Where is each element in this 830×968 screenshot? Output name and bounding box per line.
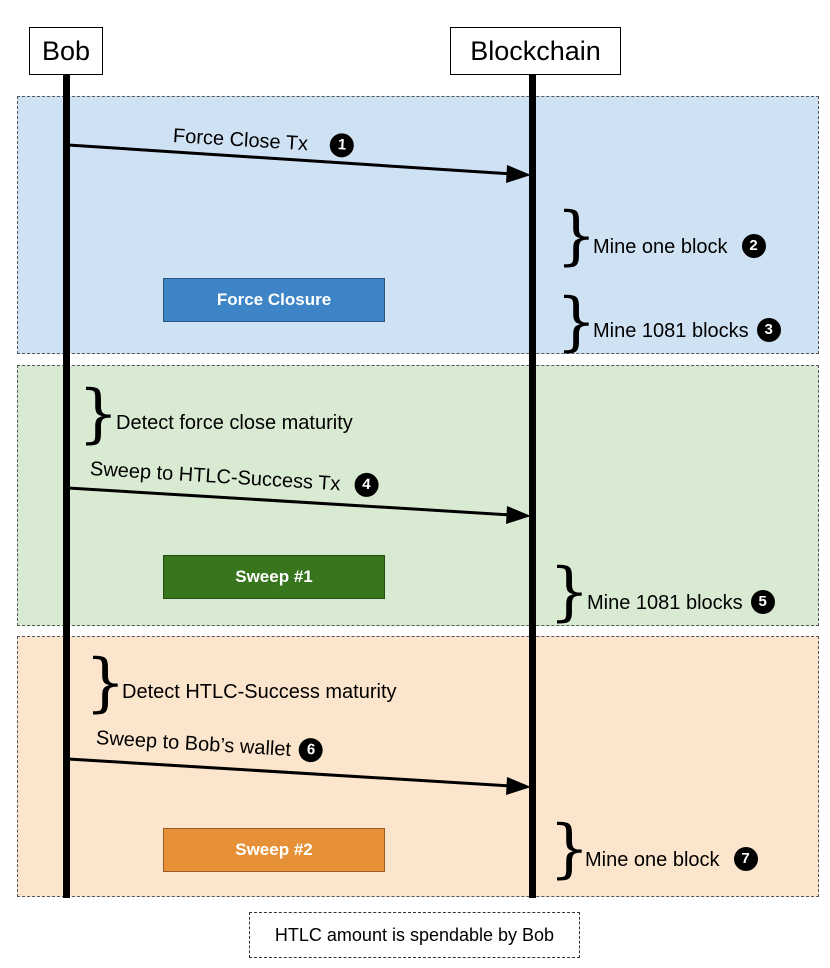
phase-sweep-2-region bbox=[17, 636, 819, 897]
blockchain-lifeline bbox=[529, 75, 536, 898]
sweep-1-box: Sweep #1 bbox=[163, 555, 385, 599]
footer-note: HTLC amount is spendable by Bob bbox=[249, 912, 580, 958]
brace-mine-1081-blocks-2: } bbox=[549, 555, 590, 629]
note-mine-1081-blocks-2: Mine 1081 blocks 5 bbox=[587, 589, 775, 616]
phase-force-closure-region bbox=[17, 96, 819, 354]
bob-lifeline bbox=[63, 75, 70, 898]
sweep-1-label: Sweep #1 bbox=[235, 567, 313, 586]
note-text: Mine 1081 blocks bbox=[587, 592, 743, 614]
note-text: Detect HTLC-Success maturity bbox=[122, 681, 397, 703]
brace-mine-one-block-2: } bbox=[549, 812, 590, 886]
arrowhead-sweep-bobs-wallet bbox=[506, 777, 531, 795]
step-badge: 6 bbox=[298, 737, 324, 763]
note-mine-one-block-1: Mine one block 2 bbox=[593, 233, 766, 260]
actor-blockchain-label: Blockchain bbox=[470, 35, 601, 66]
sweep-2-box: Sweep #2 bbox=[163, 828, 385, 872]
actor-blockchain: Blockchain bbox=[450, 27, 621, 75]
sweep-2-label: Sweep #2 bbox=[235, 840, 313, 859]
arrow-sweep-htlc-success bbox=[67, 486, 513, 517]
arrow-sweep-bobs-wallet bbox=[67, 757, 513, 788]
step-badge: 3 bbox=[756, 317, 781, 342]
step-badge: 2 bbox=[741, 233, 766, 258]
arrowhead-sweep-htlc-success bbox=[506, 506, 531, 524]
arrowhead-force-close-tx bbox=[506, 165, 531, 183]
step-badge: 7 bbox=[733, 846, 758, 871]
force-closure-box: Force Closure bbox=[163, 278, 385, 322]
brace-detect-htlc-success: } bbox=[85, 646, 126, 720]
actor-bob: Bob bbox=[29, 27, 103, 75]
note-mine-1081-blocks-1: Mine 1081 blocks 3 bbox=[593, 317, 781, 344]
brace-mine-1081-blocks-1: } bbox=[556, 285, 597, 359]
footer-text: HTLC amount is spendable by Bob bbox=[274, 924, 555, 945]
force-closure-label: Force Closure bbox=[216, 290, 332, 309]
note-detect-force-close: Detect force close maturity bbox=[116, 411, 353, 435]
note-text: Detect force close maturity bbox=[116, 412, 353, 434]
phase-sweep-1-region bbox=[17, 365, 819, 626]
note-text: Mine 1081 blocks bbox=[593, 320, 749, 342]
step-badge: 1 bbox=[329, 132, 355, 158]
step-badge: 5 bbox=[750, 589, 775, 614]
note-detect-htlc-success: Detect HTLC-Success maturity bbox=[122, 680, 397, 704]
note-text: Mine one block bbox=[585, 849, 720, 871]
step-badge: 4 bbox=[353, 471, 380, 498]
brace-mine-one-block-1: } bbox=[556, 199, 597, 273]
note-mine-one-block-2: Mine one block 7 bbox=[585, 846, 758, 873]
arrow-force-close-tx bbox=[67, 143, 513, 176]
brace-detect-force-close: } bbox=[78, 377, 119, 451]
note-text: Mine one block bbox=[593, 236, 728, 258]
actor-bob-label: Bob bbox=[41, 35, 91, 66]
